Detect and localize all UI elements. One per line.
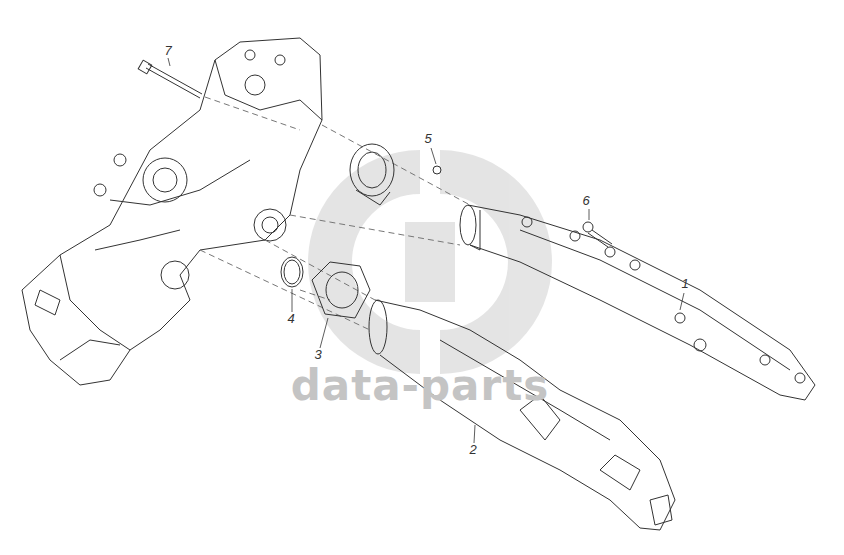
watermark: data-parts: [291, 365, 549, 407]
callout-number: 3: [314, 348, 321, 361]
callout-number: 4: [287, 312, 294, 325]
line-art: [22, 38, 815, 530]
callout-number: 2: [469, 443, 476, 456]
callout-number: 5: [424, 132, 431, 145]
callout-number: 1: [681, 277, 688, 290]
callout-number: 6: [582, 194, 589, 207]
callout-number: 7: [164, 44, 171, 57]
